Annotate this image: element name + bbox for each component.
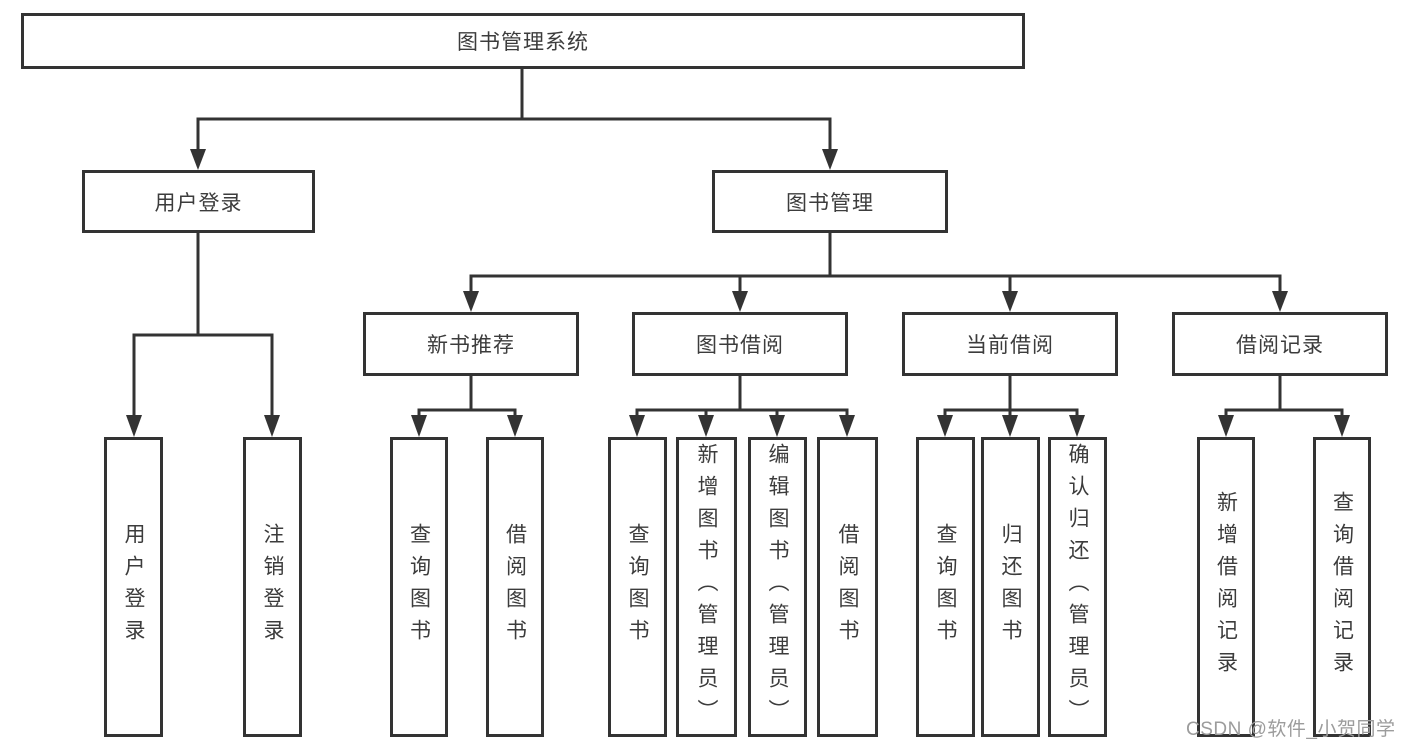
leaf-query-books-current: 查询图书 bbox=[916, 437, 975, 737]
leaf-query-books-recommend: 查询图书 bbox=[390, 437, 448, 737]
leaf-label: 编辑图书（管理员） bbox=[766, 443, 789, 731]
node-new-book-recommend: 新书推荐 bbox=[363, 312, 579, 376]
leaf-confirm-return-admin: 确认归还（管理员） bbox=[1048, 437, 1107, 737]
leaf-query-borrow-record: 查询借阅记录 bbox=[1313, 437, 1371, 737]
leaf-query-books-borrowing: 查询图书 bbox=[608, 437, 667, 737]
arrowheads bbox=[126, 149, 1350, 437]
leaf-label: 注销登录 bbox=[261, 523, 284, 651]
leaf-borrow-books-recommend: 借阅图书 bbox=[486, 437, 544, 737]
leaf-label: 查询图书 bbox=[626, 523, 649, 651]
csdn-watermark: CSDN @软件_小贺同学 bbox=[1186, 719, 1396, 740]
leaf-label: 归还图书 bbox=[999, 523, 1022, 651]
node-user-login: 用户登录 bbox=[82, 170, 315, 233]
leaf-label: 查询图书 bbox=[407, 523, 431, 651]
leaf-label: 新增借阅记录 bbox=[1214, 491, 1238, 683]
node-current-borrowing: 当前借阅 bbox=[902, 312, 1118, 376]
leaf-label: 查询借阅记录 bbox=[1330, 491, 1354, 683]
leaf-label: 借阅图书 bbox=[836, 523, 859, 651]
leaf-borrow-books: 借阅图书 bbox=[817, 437, 878, 737]
leaf-label: 借阅图书 bbox=[503, 523, 527, 651]
leaf-label: 确认归还（管理员） bbox=[1066, 443, 1089, 731]
node-book-borrowing: 图书借阅 bbox=[632, 312, 848, 376]
leaf-label: 查询图书 bbox=[934, 523, 957, 651]
leaf-label: 新增图书（管理员） bbox=[695, 443, 718, 731]
leaf-logout: 注销登录 bbox=[243, 437, 302, 737]
leaf-edit-book-admin: 编辑图书（管理员） bbox=[748, 437, 807, 737]
leaf-add-book-admin: 新增图书（管理员） bbox=[676, 437, 737, 737]
node-library-system: 图书管理系统 bbox=[21, 13, 1025, 69]
leaf-return-books: 归还图书 bbox=[981, 437, 1040, 737]
leaf-add-borrow-record: 新增借阅记录 bbox=[1197, 437, 1255, 737]
node-book-management: 图书管理 bbox=[712, 170, 948, 233]
leaf-user-login: 用户登录 bbox=[104, 437, 163, 737]
node-borrowing-records: 借阅记录 bbox=[1172, 312, 1388, 376]
leaf-label: 用户登录 bbox=[122, 523, 145, 651]
